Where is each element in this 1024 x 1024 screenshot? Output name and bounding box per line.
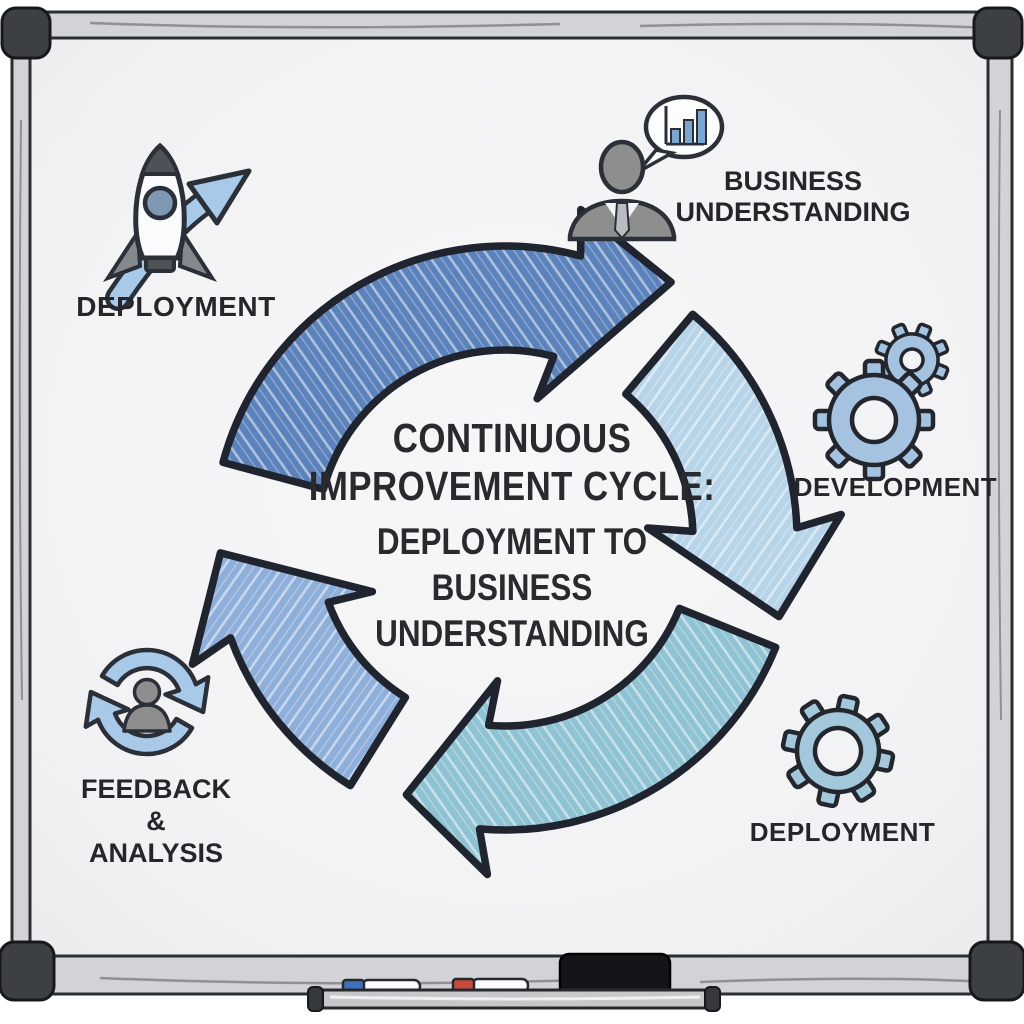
tray-sheen <box>329 995 701 1001</box>
stage-label-feedback-analysis: FEEDBACK & ANALYSIS <box>66 773 246 869</box>
stage-label-feedback-line1: FEEDBACK <box>80 774 231 804</box>
loop-arrow-top <box>99 647 211 715</box>
large-gear <box>812 358 936 482</box>
speech-bubble-tail <box>636 148 678 174</box>
analyst-chart-speech-bubble-icon <box>567 94 725 242</box>
stage-label-feedback-line3: ANALYSIS <box>88 838 224 868</box>
gear-icon <box>780 693 896 809</box>
frame-corner-top-right <box>972 6 1024 60</box>
rocket-nose <box>139 143 181 176</box>
center-title: CONTINUOUS IMPROVEMENT CYCLE: DEPLOYMENT… <box>291 414 733 657</box>
chart-bar-1 <box>670 128 681 145</box>
frame-top-sheen <box>89 21 991 30</box>
person-tie <box>613 202 631 240</box>
stage-label-feedback-line2: & <box>146 806 166 836</box>
stage-label-business-understanding-line1: BUSINESS <box>723 166 863 196</box>
frame-left-sheen <box>18 119 23 701</box>
rocket-window <box>142 185 178 221</box>
stage-label-development: DEVELOPMENT <box>793 472 998 502</box>
stage-label-deployment-top: DEPLOYMENT <box>76 291 276 322</box>
frame-corner-top-left <box>0 6 52 60</box>
rocket-exhaust <box>144 256 176 273</box>
marker-tray <box>307 952 721 1012</box>
stage-label-deployment-bottom: DEPLOYMENT <box>749 817 936 847</box>
user-feedback-loop-icon <box>83 647 211 757</box>
loop-person-body <box>122 703 172 733</box>
frame-corner-bottom-right <box>968 940 1024 1002</box>
title-line-3: DEPLOYMENT TO <box>376 521 648 562</box>
rocket-launch-arrow-icon <box>102 142 252 311</box>
title-line-5: UNDERSTANDING <box>375 613 649 654</box>
title-line-2: IMPROVEMENT CYCLE: <box>308 463 716 509</box>
stage-label-business-understanding: BUSINESS UNDERSTANDING <box>653 166 933 228</box>
title-line-4: BUSINESS <box>431 567 593 608</box>
tray-end-right <box>704 986 721 1012</box>
loop-person-head <box>132 677 162 707</box>
person-head <box>598 139 646 195</box>
swoosh-arrowhead <box>186 168 252 226</box>
frame-corner-bottom-left <box>0 940 56 1002</box>
stage-label-business-understanding-line2: UNDERSTANDING <box>675 197 911 227</box>
loop-arrow-bottom <box>83 689 195 757</box>
chart-bar-2 <box>683 119 694 145</box>
tray-end-left <box>307 986 324 1012</box>
frame-right-sheen <box>997 109 1002 721</box>
title-line-1: CONTINUOUS <box>392 415 632 461</box>
double-gears-icon <box>812 322 950 482</box>
chart-bar-3 <box>696 109 707 145</box>
